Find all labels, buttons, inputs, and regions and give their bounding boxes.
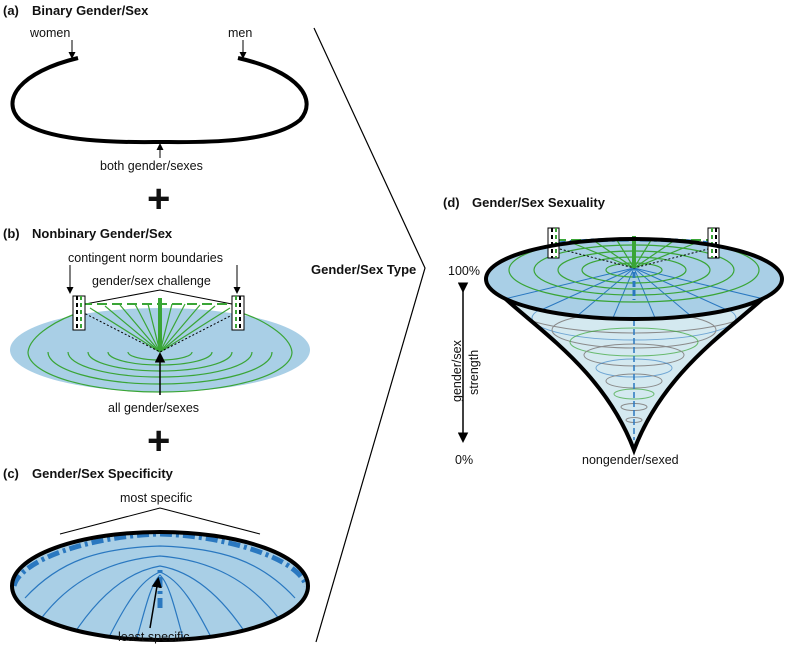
specificity-outline [10, 530, 310, 642]
top-disc-outline [484, 237, 784, 321]
panel-b-letter: (b) [3, 226, 20, 241]
label-women: women [29, 26, 70, 40]
panel-c: (c) Gender/Sex Specificity most specific… [3, 466, 310, 644]
label-nongender: nongender/sexed [582, 453, 679, 467]
axis-label-line1: gender/sex [450, 339, 464, 402]
label-challenge: gender/sex challenge [92, 274, 211, 288]
plus-sign-2: + [147, 419, 170, 463]
most-specific-bracket [59, 507, 261, 535]
cone-outline [484, 277, 784, 456]
panel-d: (d) Gender/Sex Sexuality [443, 195, 784, 467]
label-0-percent: 0% [455, 453, 473, 467]
label-most-specific: most specific [120, 491, 192, 505]
axis-label-line2: strength [467, 350, 481, 395]
panel-d-letter: (d) [443, 195, 460, 210]
panel-b-title: Nonbinary Gender/Sex [32, 226, 173, 241]
middle-label: Gender/Sex Type [311, 262, 416, 277]
label-boundaries: contingent norm boundaries [68, 251, 223, 265]
type-bracket [313, 27, 426, 643]
panel-a-letter: (a) [3, 3, 19, 18]
panel-a-title: Binary Gender/Sex [32, 3, 149, 18]
label-men: men [228, 26, 252, 40]
label-100-percent: 100% [448, 264, 480, 278]
top-disc [486, 239, 782, 319]
panel-d-title: Gender/Sex Sexuality [472, 195, 606, 210]
panel-b: (b) Nonbinary Gender/Sex contingent norm… [3, 226, 310, 415]
plus-sign-1: + [147, 177, 170, 221]
boundary-marker-left [72, 295, 86, 331]
label-least-specific: least specific [118, 630, 190, 644]
boundary-dotted [81, 311, 239, 353]
nonbinary-spokes [89, 303, 231, 353]
label-all: all gender/sexes [108, 401, 199, 415]
boundary-marker-right [231, 295, 245, 331]
challenge-bracket [79, 289, 238, 306]
panel-c-title: Gender/Sex Specificity [32, 466, 174, 481]
arrow-least [149, 577, 162, 629]
label-both: both gender/sexes [100, 159, 203, 173]
panel-a: (a) Binary Gender/Sex women men both gen… [3, 3, 309, 173]
panel-c-letter: (c) [3, 466, 19, 481]
most-specific-rim [11, 531, 309, 587]
binary-ellipse-open [10, 56, 309, 145]
